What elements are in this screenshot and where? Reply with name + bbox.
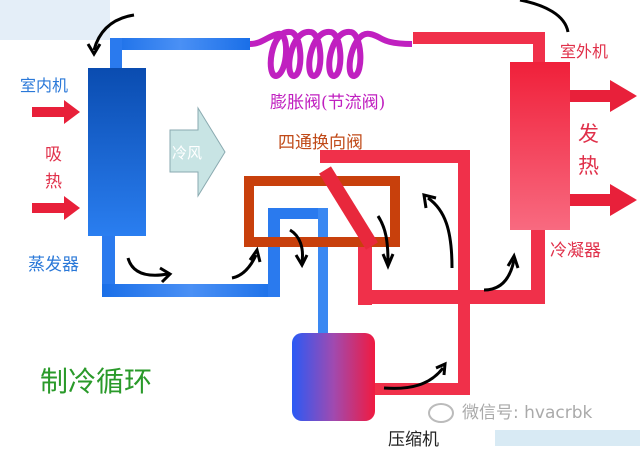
cold-wind-arrow [169, 106, 226, 198]
evaporator [88, 68, 146, 236]
condenser-label: 冷凝器 [550, 241, 601, 261]
absorb-heat-label: 吸 [45, 145, 62, 165]
corner-decoration [0, 0, 110, 40]
condenser [510, 62, 570, 230]
outdoor-unit-label: 室外机 [560, 42, 609, 61]
four-way-valve-slider [319, 166, 378, 250]
four-way-valve-body [244, 176, 400, 247]
heat-out-arrow [570, 80, 637, 112]
watermark-text: 微信号: hvacrbk [462, 403, 593, 423]
heat-out-arrow [570, 184, 637, 216]
indoor-unit-label: 室内机 [20, 76, 69, 95]
flow-arrows [86, 0, 570, 390]
release-heat-label: 热 [578, 154, 599, 178]
absorb-heat-label: 热 [45, 172, 62, 192]
expansion-valve-coil [249, 29, 413, 80]
heat-arrows [32, 80, 637, 220]
heat-in-arrow [32, 100, 80, 124]
hot-pipes [320, 32, 545, 395]
corner-decoration [495, 430, 640, 446]
wechat-watermark: 微信号: hvacrbk [428, 398, 592, 423]
evaporator-label: 蒸发器 [28, 255, 79, 275]
compressor [292, 333, 375, 421]
heat-in-arrow [32, 196, 80, 220]
diagram-title: 制冷循环 [40, 365, 153, 398]
release-heat-label: 发 [578, 122, 599, 146]
four-way-valve-label: 四通换向阀 [278, 133, 363, 153]
cold-wind-label: 冷风 [172, 144, 203, 162]
wechat-icon [428, 403, 454, 423]
expansion-valve-label: 膨胀阀(节流阀) [270, 93, 386, 113]
cold-pipes [102, 38, 328, 338]
compressor-label: 压缩机 [388, 430, 439, 450]
